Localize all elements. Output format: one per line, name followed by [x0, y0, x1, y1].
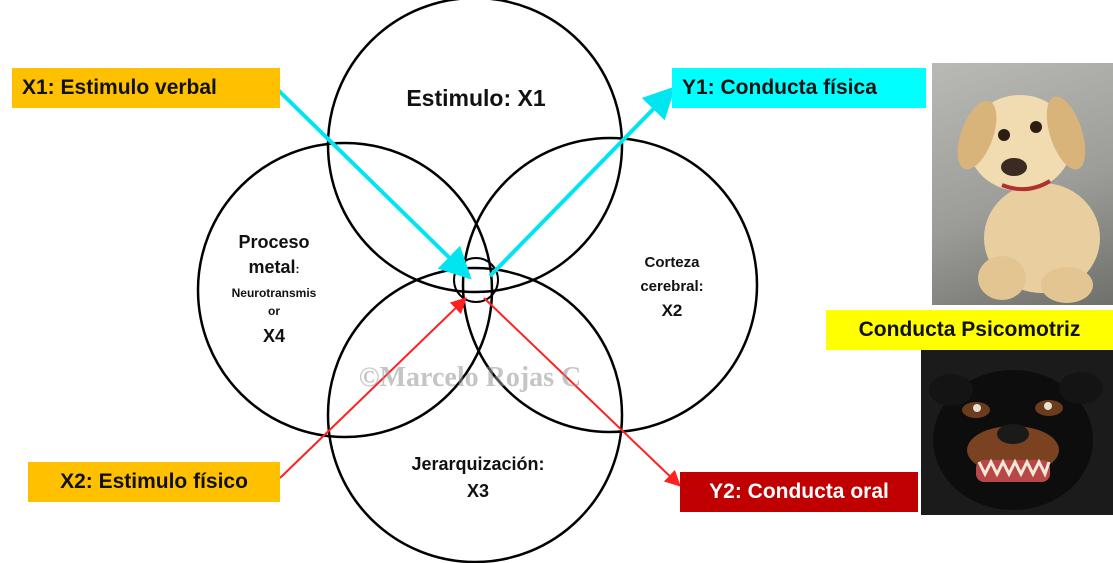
- rottweiler-illustration: [929, 370, 1103, 510]
- circle-bottom-line2: X3: [467, 481, 489, 501]
- circle-left-line2-suffix: :: [296, 262, 300, 276]
- label-x1-stimulus-verbal: X1: Estimulo verbal: [12, 68, 280, 108]
- circle-left-line5: X4: [263, 326, 285, 346]
- circle-bottom-line1: Jerarquización:: [411, 454, 544, 474]
- circle-left-line2-main: metal: [248, 257, 295, 277]
- arrow-x2-to-center: [279, 297, 467, 479]
- label-y1-physical-behavior: Y1: Conducta física: [672, 68, 926, 108]
- circle-top-title: Estimulo: X1: [406, 85, 546, 111]
- circle-left-line4: or: [268, 304, 280, 318]
- label-psychomotor-behavior: Conducta Psicomotriz: [826, 310, 1113, 350]
- arrow-center-to-y1: [488, 86, 676, 278]
- circle-bottom: [326, 266, 624, 563]
- circle-right-line3: X2: [662, 301, 683, 320]
- circle-center: [453, 257, 499, 303]
- circle-right-line2: cerebral:: [640, 278, 703, 295]
- puppy-photo: [932, 63, 1113, 305]
- circle-right-line1: Corteza: [644, 254, 700, 271]
- label-y2-oral-behavior: Y2: Conducta oral: [680, 472, 918, 512]
- circle-left: [196, 141, 494, 439]
- arrow-x1-to-center: [273, 85, 472, 280]
- puppy-illustration: [957, 95, 1100, 303]
- circle-left-line3: Neurotransmis: [232, 286, 317, 300]
- arrow-center-to-y2: [483, 297, 681, 487]
- circle-left-line2: metal:: [248, 257, 299, 277]
- label-x2-physical-stimulus: X2: Estimulo físico: [28, 462, 280, 502]
- circle-left-line1: Proceso: [238, 232, 309, 252]
- circle-right: [461, 136, 759, 434]
- rottweiler-photo: [921, 350, 1113, 515]
- watermark: ©Marcelo Rojas C: [358, 362, 582, 393]
